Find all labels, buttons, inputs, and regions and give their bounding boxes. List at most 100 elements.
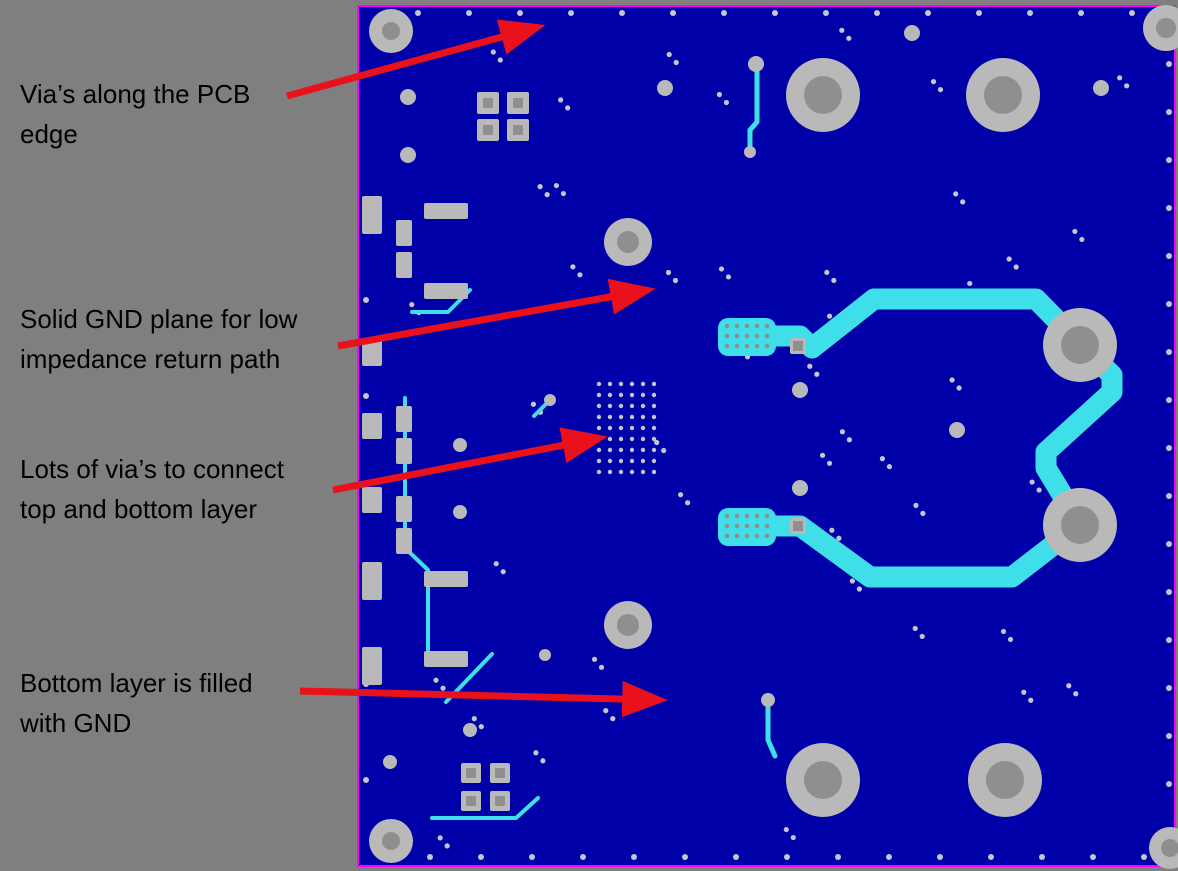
edge-via (363, 297, 369, 303)
edge-via (1166, 493, 1172, 499)
edge-via (427, 854, 433, 860)
edge-via (886, 854, 892, 860)
stitching-via (629, 425, 635, 431)
field-via (603, 708, 609, 714)
cluster-via (754, 523, 760, 529)
stitching-via (607, 469, 613, 475)
mounting-pad-hole (382, 22, 400, 40)
cluster-via (734, 323, 740, 329)
mounting-pads (369, 5, 1178, 869)
round-pad (792, 382, 808, 398)
stitching-via (596, 414, 602, 420)
stitching-via (629, 414, 635, 420)
round-pad (400, 147, 416, 163)
edge-via (1166, 157, 1172, 163)
cluster-via (734, 523, 740, 529)
edge-via (1090, 854, 1096, 860)
round-pad (792, 480, 808, 496)
field-via (471, 716, 477, 722)
edge-via (937, 854, 943, 860)
round-pad (539, 649, 551, 661)
field-via (839, 27, 845, 33)
edge-via (466, 10, 472, 16)
smd-pad (396, 528, 412, 554)
edge-via (1129, 10, 1135, 16)
field-via (846, 437, 853, 443)
square-pad-hole (483, 125, 493, 135)
field-via (1124, 83, 1130, 89)
edge-via (1166, 541, 1172, 547)
cluster-via (734, 533, 740, 539)
edge-via (784, 854, 790, 860)
trace (532, 400, 550, 418)
cluster-via (764, 513, 770, 519)
field-via (826, 460, 833, 466)
stitching-via (607, 436, 613, 442)
cluster-via (754, 323, 760, 329)
field-via (497, 57, 503, 63)
round-pad (544, 394, 556, 406)
smd-pad (362, 647, 382, 685)
cluster-via (724, 533, 730, 539)
field-via (879, 456, 886, 462)
trace (430, 796, 540, 820)
field-via (723, 99, 730, 106)
smd-pad (396, 496, 412, 522)
field-via (409, 301, 415, 308)
square-pad-hole (793, 521, 803, 531)
mounting-pad-hole (1156, 18, 1176, 38)
edge-via (1166, 637, 1172, 643)
field-via (565, 105, 571, 111)
stitching-via (607, 458, 613, 464)
smd-pad (396, 406, 412, 432)
stitching-via (618, 436, 624, 442)
field-via (673, 59, 679, 66)
edge-via (529, 854, 535, 860)
annotation-line: with GND (20, 708, 132, 738)
field-via (856, 586, 862, 592)
square-pad-hole (466, 768, 476, 778)
stitching-via (640, 425, 646, 431)
edge-via (1166, 733, 1172, 739)
cluster-via (744, 343, 750, 349)
edge-via (1166, 685, 1172, 691)
cluster-via (734, 513, 740, 519)
field-via (672, 277, 679, 284)
field-via (819, 452, 826, 458)
smd-pad (424, 651, 468, 667)
cluster-via (734, 333, 740, 339)
edge-via (1039, 854, 1045, 860)
edge-via (415, 10, 421, 16)
gnd-trace-lower-arm (737, 515, 1089, 588)
annotation-line: Bottom layer is filled (20, 668, 253, 698)
stitching-via (629, 469, 635, 475)
arrow-gnd-plane (337, 278, 656, 350)
annotation-vias-along-edge: Via’s along the PCB edge (20, 74, 250, 154)
annotation-bottom-fill: Bottom layer is filled with GND (20, 663, 253, 743)
round-pads (383, 25, 1109, 769)
field-via (685, 500, 691, 506)
square-pad-hole (495, 796, 505, 806)
field-via (1000, 628, 1007, 635)
field-via (665, 269, 672, 276)
annotation-arrows (286, 19, 668, 718)
mounting-pad-hole (382, 832, 400, 850)
field-via (1072, 228, 1078, 235)
stitching-via (607, 414, 613, 420)
edge-via (670, 10, 676, 16)
smd-pads (362, 92, 806, 811)
field-via (1028, 697, 1034, 703)
field-via (530, 401, 537, 407)
stitching-via (596, 458, 602, 464)
edge-via (568, 10, 574, 16)
field-via (807, 363, 813, 369)
mounting-pad-hole (617, 231, 639, 253)
cluster-via (754, 513, 760, 519)
cluster-via (754, 333, 760, 339)
stitching-via (629, 458, 635, 464)
field-via (953, 191, 959, 197)
stitching-via (629, 436, 635, 442)
stitching-via (640, 403, 646, 409)
stitching-via (607, 425, 613, 431)
